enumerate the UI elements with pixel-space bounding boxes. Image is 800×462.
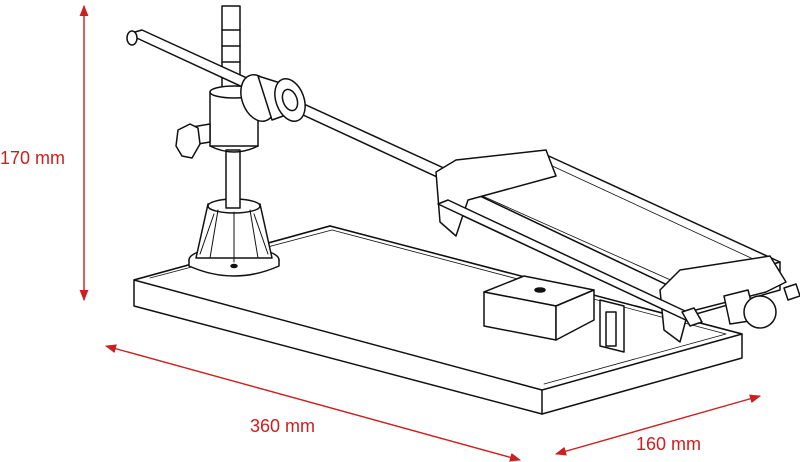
width-dimension-label: 160 mm [636,434,702,454]
pivot-joint [240,74,306,122]
width-dimension-line [554,394,762,456]
pillar-base [188,198,280,277]
length-dimension-label: 360 mm [250,416,316,436]
height-dimension-label: 170 mm [0,148,66,168]
handle-knob [681,283,800,329]
length-dimension-line [104,344,522,462]
clamp-block [483,275,625,353]
